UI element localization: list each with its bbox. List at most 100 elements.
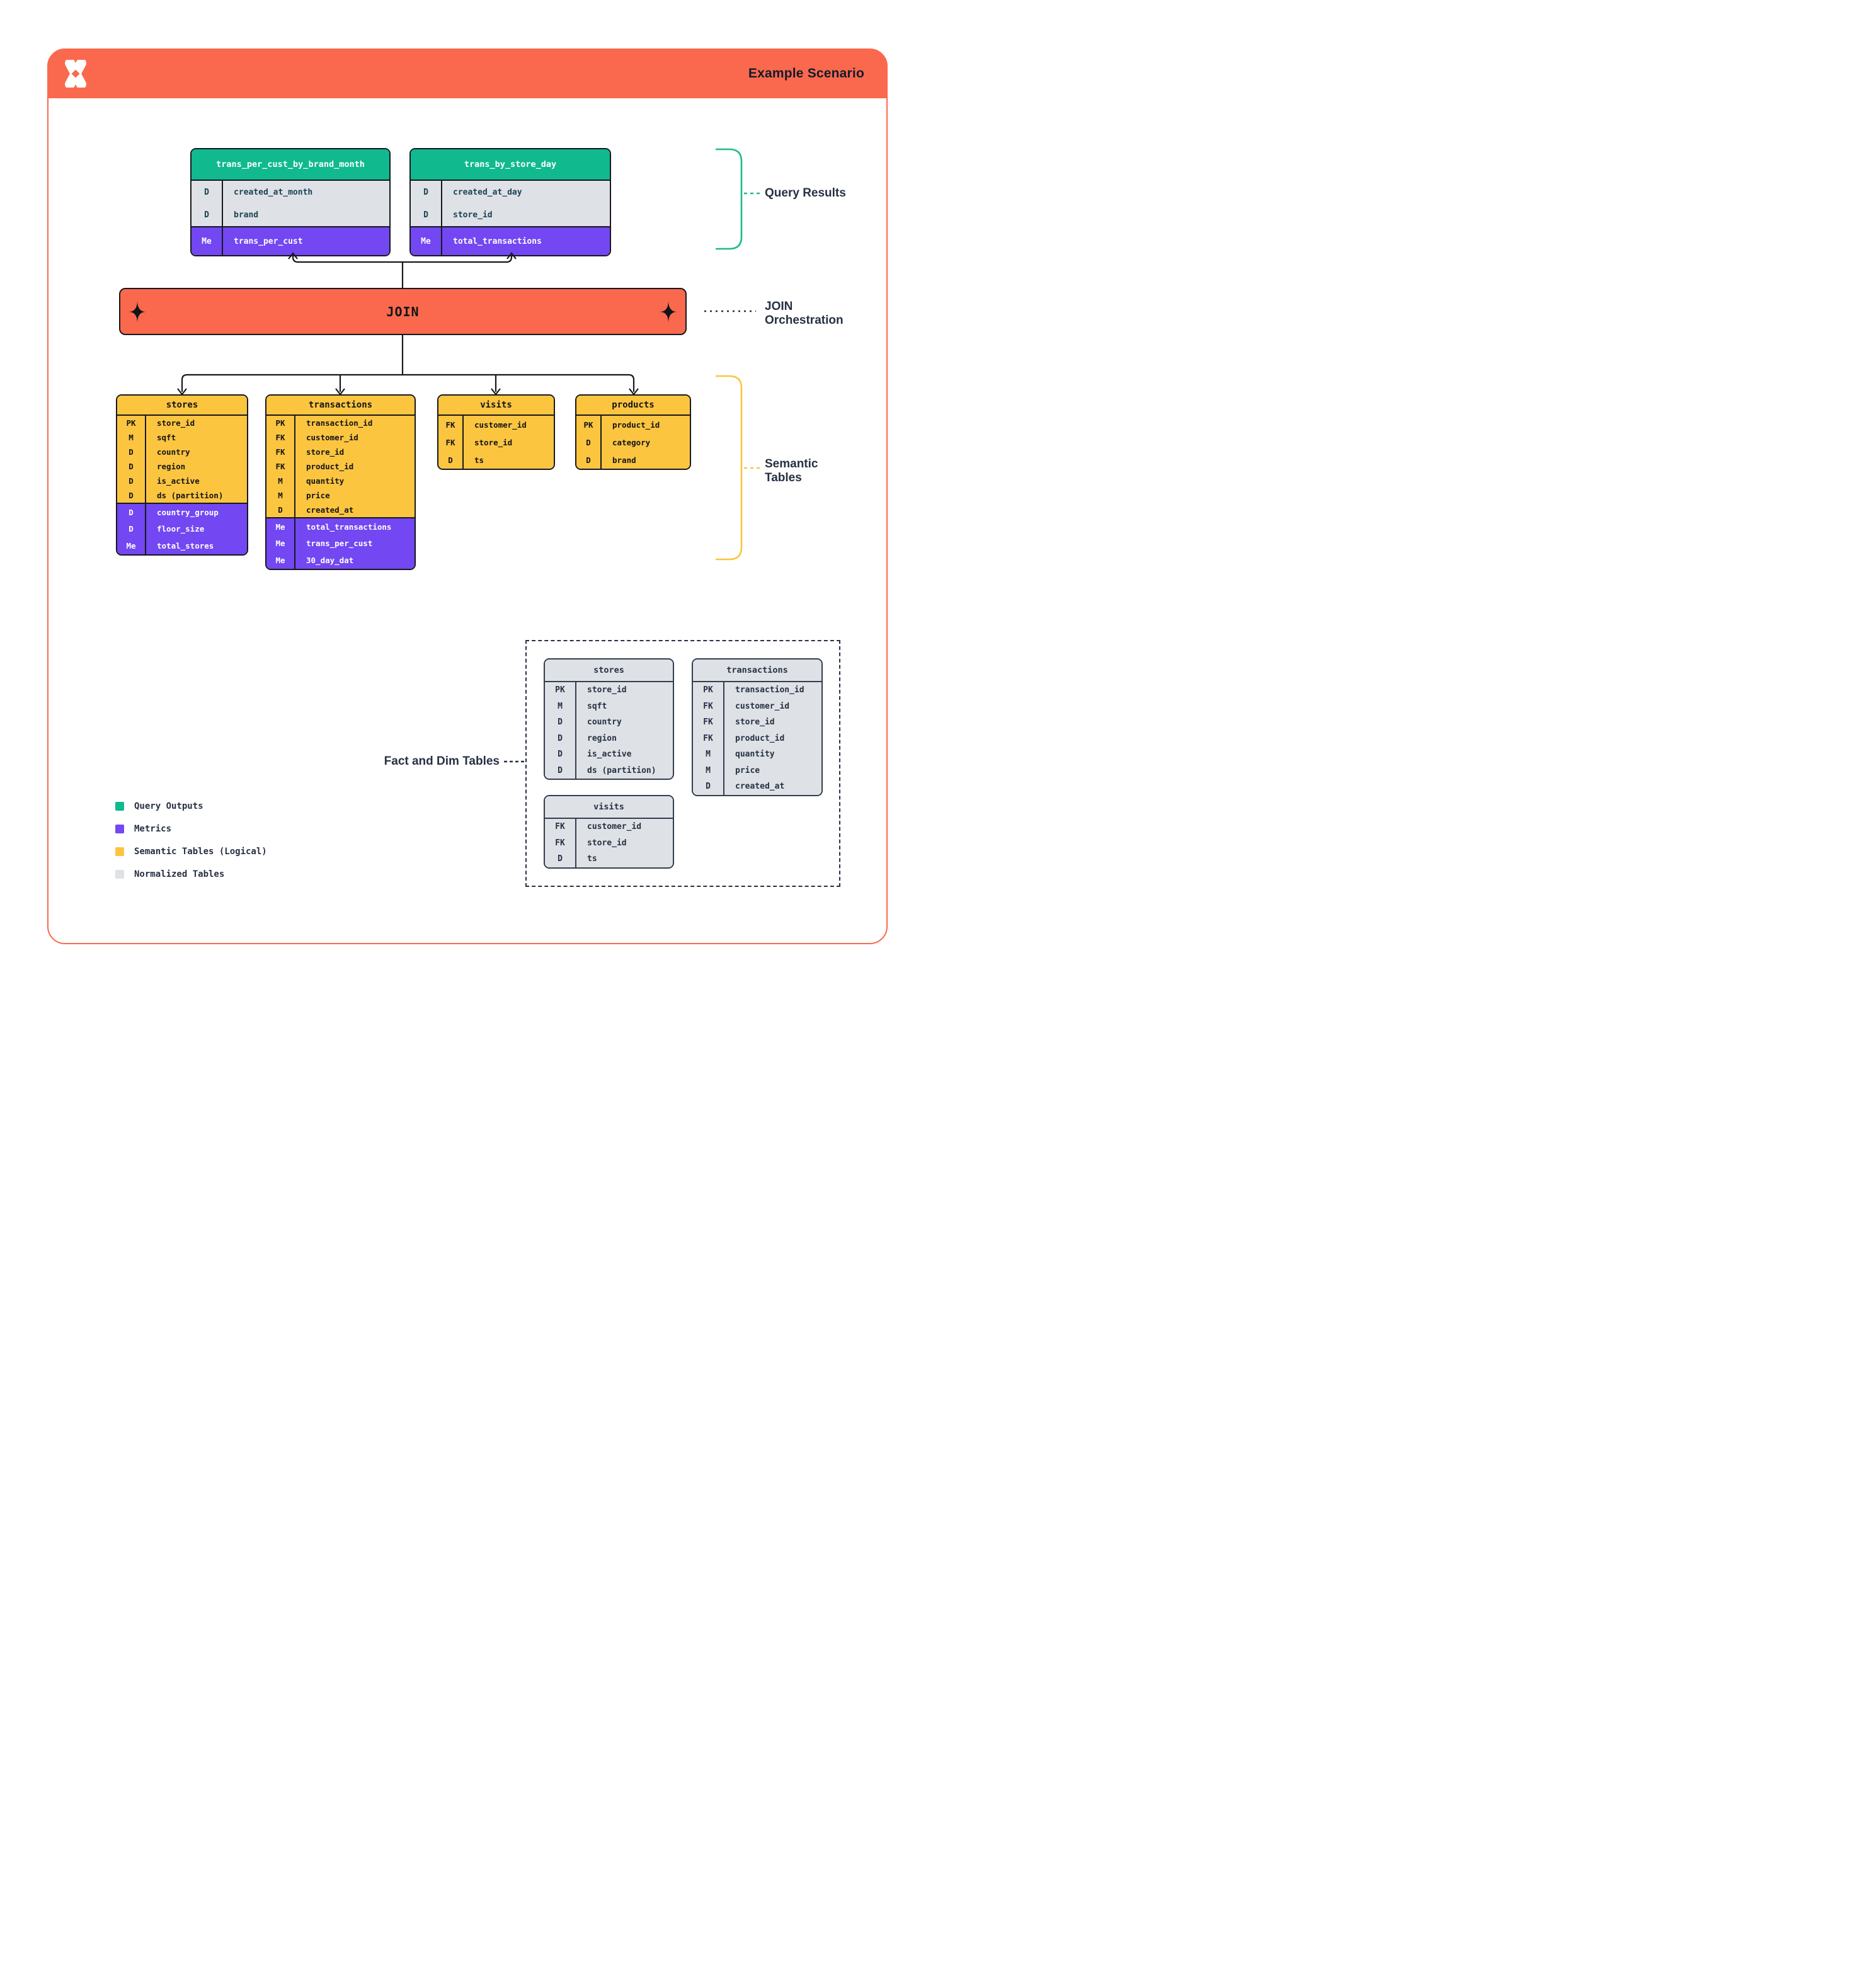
legend-item-normalized-tables: Normalized Tables [115, 863, 267, 886]
semantic-tables-swatch-icon [115, 847, 124, 856]
legend: Query Outputs Metrics Semantic Tables (L… [115, 795, 267, 886]
legend-label: Semantic Tables (Logical) [134, 847, 267, 857]
page-title: Example Scenario [748, 66, 864, 81]
card-header: Example Scenario [48, 49, 887, 98]
table-title: stores [545, 660, 673, 682]
semantic-tables-label: Semantic Tables [765, 457, 818, 485]
join-orchestration-label: JOIN Orchestration [765, 300, 844, 328]
legend-item-semantic-tables: Semantic Tables (Logical) [115, 840, 267, 863]
legend-item-metrics: Metrics [115, 818, 267, 840]
query-outputs-swatch-icon [115, 802, 124, 811]
sparkle-diamond-icon [660, 300, 677, 323]
join-label: JOIN [386, 304, 420, 319]
normalized-tables-swatch-icon [115, 870, 124, 879]
query-results-label: Query Results [765, 186, 846, 200]
metrics-swatch-icon [115, 825, 124, 833]
legend-item-query-outputs: Query Outputs [115, 795, 267, 818]
table-title: transactions [266, 396, 415, 416]
table-title: visits [545, 796, 673, 819]
semantic-tables-label-line2: Tables [765, 471, 802, 484]
legend-label: Metrics [134, 824, 172, 834]
join-orchestration-label-line1: JOIN [765, 300, 793, 313]
semantic-tables-label-line1: Semantic [765, 457, 818, 471]
fact-dim-tables-label: Fact and Dim Tables [384, 755, 500, 768]
join-orchestration-label-line2: Orchestration [765, 314, 844, 327]
join-orchestration-bar: JOIN [119, 288, 687, 335]
table-title: trans_per_cust_by_brand_month [192, 149, 389, 181]
diagram-canvas: Example Scenario trans_per_cust_by_brand… [0, 0, 936, 994]
sparkle-diamond-icon [129, 300, 146, 323]
legend-label: Normalized Tables [134, 869, 225, 879]
table-title: visits [438, 396, 554, 416]
legend-label: Query Outputs [134, 801, 203, 811]
table-title: transactions [693, 660, 821, 682]
table-title: stores [117, 396, 247, 416]
table-title: trans_by_store_day [411, 149, 610, 181]
brand-x-icon [65, 60, 86, 88]
fact-dim-tables-box [525, 640, 840, 887]
